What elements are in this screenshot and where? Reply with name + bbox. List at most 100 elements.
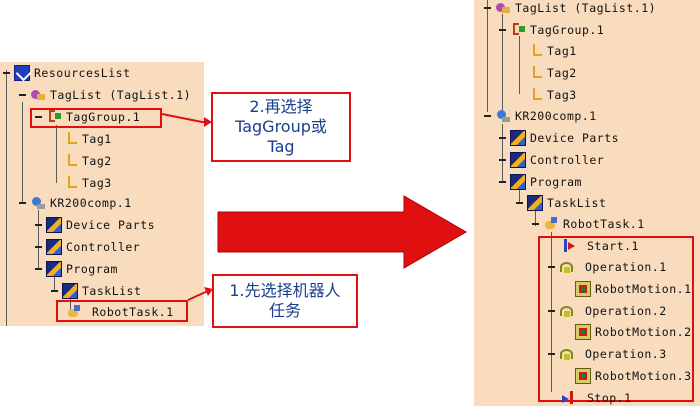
callout-line: TagGroup或 (235, 117, 327, 136)
big-right-arrow (217, 195, 467, 269)
connector-step2 (161, 113, 210, 123)
collapse-toggle[interactable] (1, 68, 12, 79)
tree-line (70, 298, 71, 312)
tree-node-robot-task[interactable]: RobotTask.1 (66, 304, 174, 320)
collapse-toggle[interactable] (530, 219, 541, 230)
collapse-toggle[interactable] (33, 264, 44, 275)
tree-node-resources-list[interactable]: ResourcesList (1, 65, 131, 81)
tree-node-stop[interactable]: Stop.1 (561, 390, 632, 406)
tree-line (502, 14, 503, 114)
collapse-toggle[interactable] (482, 3, 493, 14)
tree-node-task-list[interactable]: TaskList (514, 195, 606, 211)
tree-node-tag-list[interactable]: TagList (TagList.1) (482, 0, 656, 16)
tree-node-operation[interactable]: Operation.3 (546, 346, 667, 362)
node-label: Controller (530, 153, 605, 167)
tree-node-robot-motion[interactable]: RobotMotion.1 (575, 281, 692, 297)
expand-toggle[interactable] (33, 242, 44, 253)
tree-node-tag-group[interactable]: TagGroup.1 (497, 22, 604, 38)
task-list-icon (527, 195, 543, 211)
tree-node-operation[interactable]: Operation.2 (546, 303, 667, 319)
robot-motion-icon (575, 281, 591, 297)
node-label: Tag1 (547, 44, 577, 58)
node-label: KR200comp.1 (515, 109, 597, 123)
collapse-toggle[interactable] (33, 112, 44, 123)
connector-step1-arrowhead (204, 287, 213, 296)
collapse-toggle[interactable] (546, 262, 557, 273)
tree-node-robot[interactable]: KR200comp.1 (17, 195, 132, 211)
tree-node-tag[interactable]: Tag2 (527, 65, 577, 81)
robot-motion-icon (575, 324, 591, 340)
collapse-toggle[interactable] (497, 25, 508, 36)
tag-icon (62, 153, 78, 169)
tree-node-tag[interactable]: Tag3 (527, 87, 577, 103)
node-label: RobotTask.1 (563, 217, 645, 231)
tree-node-robot[interactable]: KR200comp.1 (482, 108, 597, 124)
collapse-toggle[interactable] (497, 177, 508, 188)
node-label: RobotTask.1 (92, 305, 174, 319)
collapse-toggle[interactable] (546, 306, 557, 317)
node-label: Program (66, 262, 118, 276)
node-label: Controller (66, 240, 141, 254)
tree-node-tag[interactable]: Tag1 (62, 131, 112, 147)
controller-icon (510, 152, 526, 168)
node-label: Tag3 (547, 88, 577, 102)
tree-node-device-parts[interactable]: Device Parts (33, 217, 155, 233)
tree-node-device-parts[interactable]: Device Parts (497, 130, 619, 146)
tree-node-program[interactable]: Program (33, 261, 118, 277)
collapse-toggle[interactable] (482, 111, 493, 122)
stop-icon (561, 390, 577, 406)
tree-node-robot-task[interactable]: RobotTask.1 (530, 216, 645, 232)
tree-node-start[interactable]: Start.1 (561, 238, 639, 254)
left-tree-panel (0, 62, 204, 326)
program-icon (46, 261, 62, 277)
device-parts-icon (510, 130, 526, 146)
tree-line (519, 188, 520, 204)
collapse-toggle[interactable] (49, 286, 60, 297)
tree-node-task-list[interactable]: TaskList (49, 283, 141, 299)
program-icon (510, 174, 526, 190)
collapse-toggle[interactable] (17, 198, 28, 209)
tag-list-icon (30, 87, 46, 103)
expand-toggle[interactable] (497, 133, 508, 144)
tree-node-tag-group[interactable]: TagGroup.1 (33, 109, 140, 125)
robot-motion-icon (575, 368, 591, 384)
tree-line (487, 0, 488, 112)
tree-node-controller[interactable]: Controller (497, 152, 604, 168)
tag-icon (527, 87, 543, 103)
node-label: TagList (TagList.1) (50, 88, 192, 102)
tag-icon (527, 43, 543, 59)
node-label: Operation.2 (585, 304, 667, 318)
expand-toggle[interactable] (497, 155, 508, 166)
collapse-toggle[interactable] (17, 90, 28, 101)
tree-node-tag-list[interactable]: TagList (TagList.1) (17, 87, 191, 103)
operation-icon (559, 259, 575, 275)
connector-step2-arrowhead (204, 117, 212, 127)
tree-node-robot-motion[interactable]: RobotMotion.3 (575, 368, 692, 384)
node-label: RobotMotion.3 (595, 369, 692, 383)
tree-node-tag[interactable]: Tag2 (62, 153, 112, 169)
tree-node-tag[interactable]: Tag3 (62, 175, 112, 191)
callout-line: 2.再选择 (249, 97, 313, 116)
tree-node-operation[interactable]: Operation.1 (546, 259, 667, 275)
node-label: RobotMotion.2 (595, 325, 692, 339)
tree-node-controller[interactable]: Controller (33, 239, 140, 255)
callout-line: 任务 (268, 301, 301, 320)
highlight-new-operations (538, 236, 694, 402)
tree-node-program[interactable]: Program (497, 174, 582, 190)
highlight-tag-group (30, 108, 162, 128)
expand-toggle[interactable] (33, 220, 44, 231)
collapse-toggle[interactable] (514, 198, 525, 209)
collapse-toggle[interactable] (546, 349, 557, 360)
device-parts-icon (46, 217, 62, 233)
tag-icon (62, 131, 78, 147)
node-label: Stop.1 (587, 391, 632, 405)
robot-icon (495, 108, 511, 124)
task-list-icon (62, 283, 78, 299)
tree-node-robot-motion[interactable]: RobotMotion.2 (575, 324, 692, 340)
node-label: Operation.1 (585, 260, 667, 274)
operation-icon (559, 346, 575, 362)
tree-node-tag[interactable]: Tag1 (527, 43, 577, 59)
robot-task-icon (66, 304, 82, 320)
node-label: Program (530, 175, 582, 189)
tree-line (502, 124, 503, 182)
